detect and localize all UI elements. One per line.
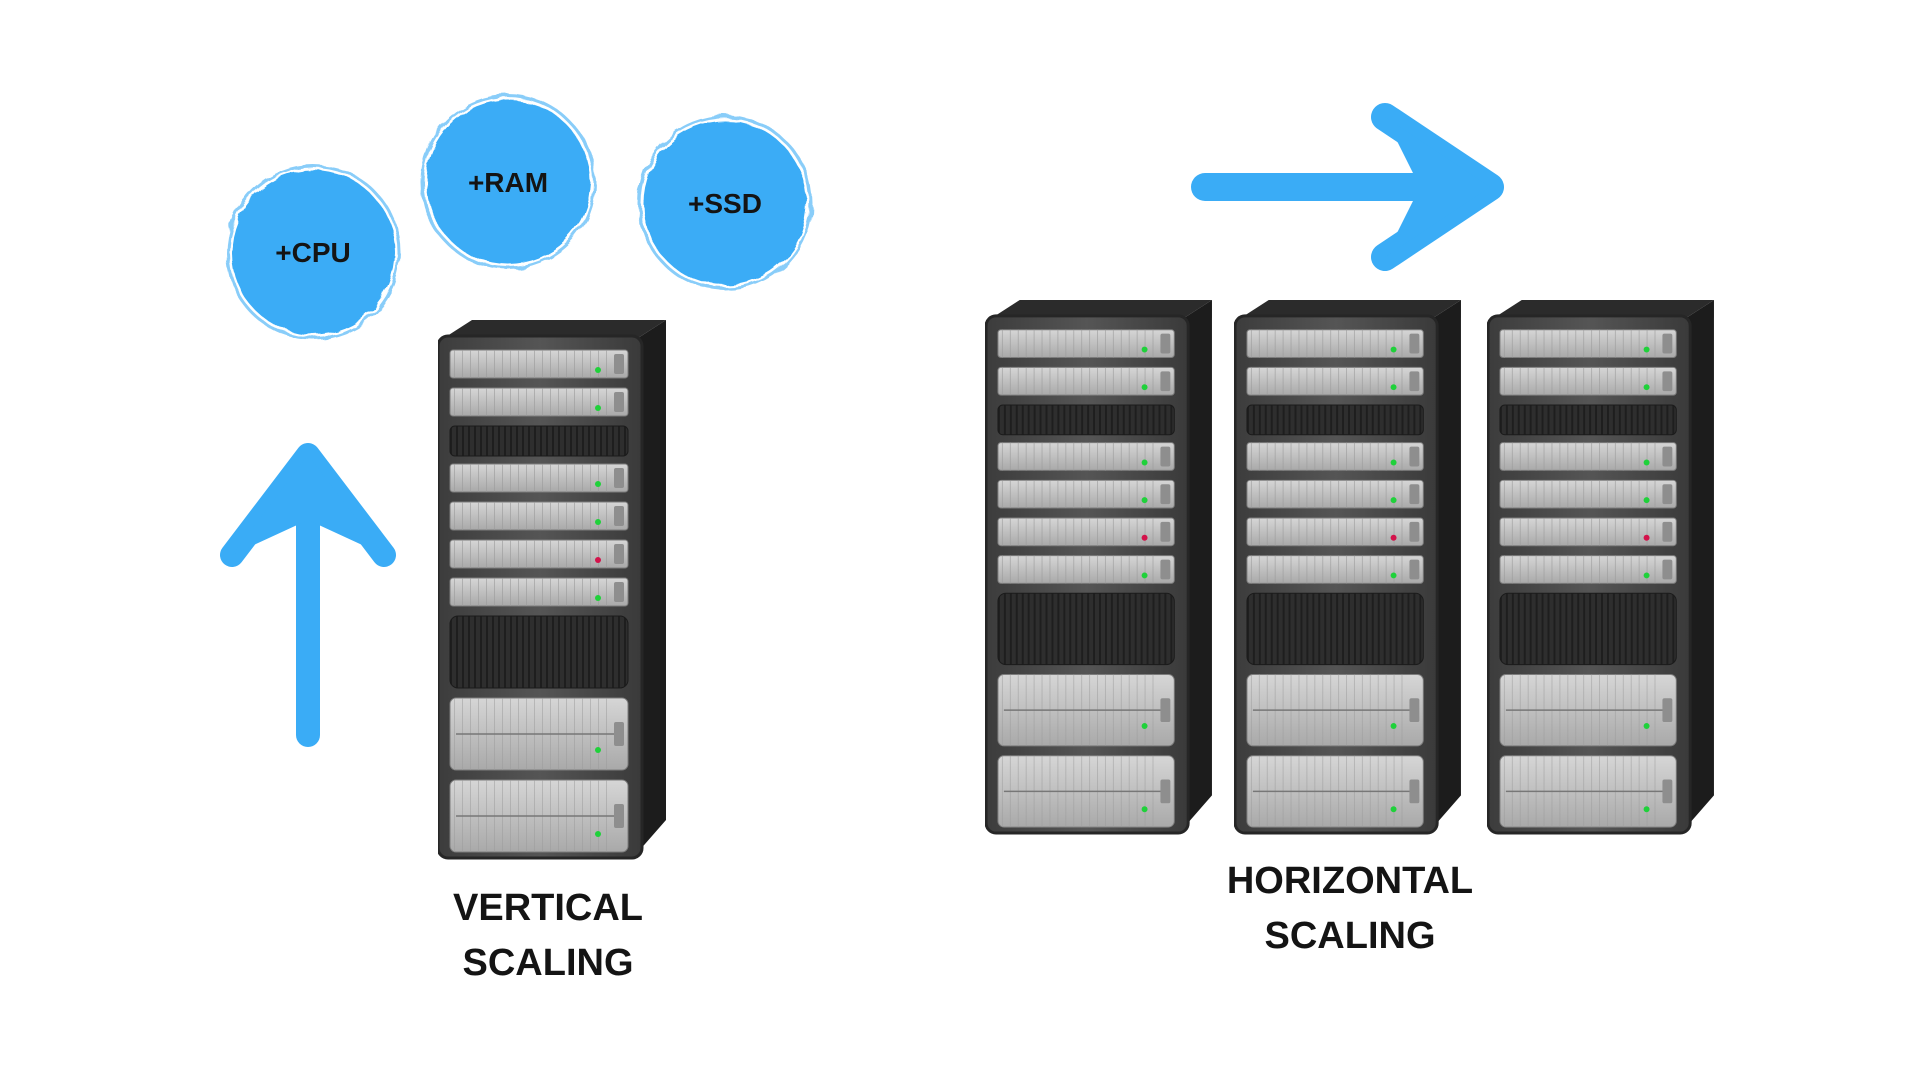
resource-cpu-label: +CPU: [275, 237, 350, 268]
server-rack-icon-3: [1487, 300, 1716, 835]
resource-ram-label: +RAM: [468, 167, 548, 198]
server-rack-icon-2: [1234, 300, 1463, 835]
horizontal-scaling-group: HORIZONTAL SCALING: [985, 103, 1716, 957]
horizontal-scaling-title-line1: HORIZONTAL: [1227, 860, 1473, 902]
server-rack-icon-1: [985, 300, 1214, 835]
resource-ram-blob: +RAM: [420, 94, 596, 270]
vertical-scaling-title-line1: VERTICAL: [453, 887, 643, 929]
vertical-scaling-group: +CPU +RAM +SSD VERTICAL SCALING: [220, 94, 813, 984]
arrow-up-icon: [220, 443, 396, 747]
horizontal-scaling-title-line2: SCALING: [1265, 915, 1436, 957]
server-rack-icon: [438, 320, 668, 860]
arrow-right-icon: [1191, 103, 1504, 271]
resource-ssd-blob: +SSD: [637, 115, 813, 291]
resource-cpu-blob: +CPU: [225, 164, 401, 340]
vertical-scaling-title-line2: SCALING: [463, 942, 634, 984]
resource-ssd-label: +SSD: [688, 188, 762, 219]
